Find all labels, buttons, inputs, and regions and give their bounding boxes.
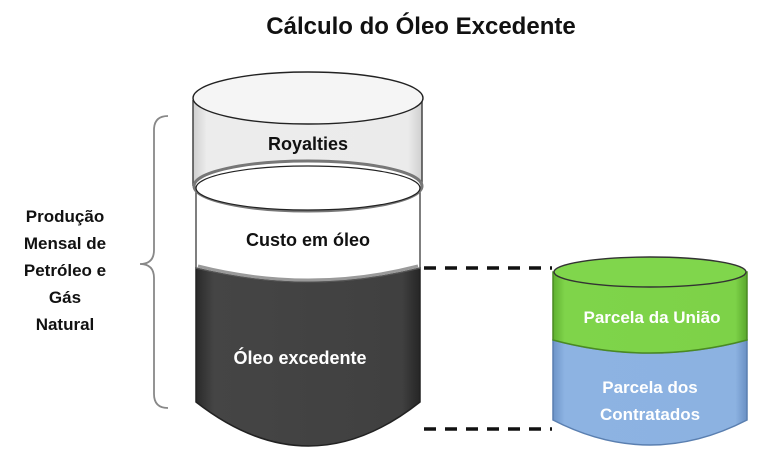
segment-custo-em-oleo [195, 185, 421, 283]
production-label-line: Gás [49, 288, 81, 307]
cylinder-top-ellipse [192, 71, 424, 125]
small-cylinder: Parcela da União Parcela dos Contratados [552, 256, 748, 446]
production-label-line: Petróleo e [24, 261, 106, 280]
label-parcela-contratados-line2: Contratados [600, 405, 700, 424]
diagram-title: Cálculo do Óleo Excedente [266, 12, 575, 40]
production-label-line: Mensal de [24, 234, 106, 253]
label-oleo-excedente: Óleo excedente [233, 347, 366, 368]
custo-top-ellipse [195, 165, 421, 211]
production-label-line: Produção [26, 207, 104, 226]
small-cylinder-top-ellipse [553, 256, 747, 288]
production-label-line: Natural [36, 315, 95, 334]
label-parcela-uniao: Parcela da União [583, 308, 720, 327]
production-label: Produção Mensal de Petróleo e Gás Natura… [24, 207, 106, 334]
label-parcela-contratados-line1: Parcela dos [602, 378, 697, 397]
segment-parcela-uniao [552, 271, 748, 354]
label-royalties: Royalties [268, 134, 348, 154]
custo-bottom-shadow [197, 264, 419, 282]
label-custo-em-oleo: Custo em óleo [246, 230, 370, 250]
big-cylinder: Royalties Custo em óleo Óleo excedente [192, 71, 424, 447]
curly-brace [139, 115, 169, 409]
